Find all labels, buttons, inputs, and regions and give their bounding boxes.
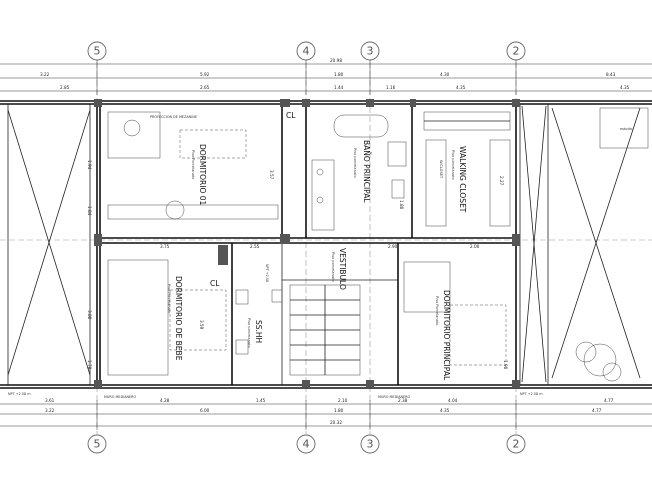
grid-label-bottom-5: 5 [94,438,101,451]
label-cl-1: CL [286,111,296,120]
vdim-misc-5: 1.90 [503,360,508,370]
grid-axes [0,62,652,434]
room-sshh-sub: Piso porcelanato [247,318,251,348]
muro-labels: MURO MEDIANERO MURO MEDIANERO estudio [104,127,633,399]
columns [94,99,520,388]
room-vestibulo-sub: Piso porcelanato [331,252,335,282]
room-labels: DORMITORIO 01 Piso Porcelanato BAÑO PRIN… [167,111,467,381]
dim-bot-3: 1.45 [256,398,266,403]
dim-overall-bottom: 20.32 [330,420,342,425]
grid-label-bottom-4: 4 [303,438,310,451]
left-void [7,104,91,385]
dim-top2-2: 1.44 [334,85,344,90]
dim-bot2-2: 6.00 [200,408,210,413]
dim-bot-7: 4.77 [604,398,614,403]
grid-label-bottom-2: 2 [513,438,520,451]
dim-bot-1: 3.61 [45,398,55,403]
vdim-2: 1.84 [87,206,92,216]
room-dormitorio-01: DORMITORIO 01 [198,144,207,206]
dim-top2-1: 2.65 [200,85,210,90]
grid-label-top-3: 3 [367,45,374,58]
dim-bot-6: 4.04 [448,398,458,403]
room-bano-principal-sub: Piso porcelanato [353,148,357,178]
mid-dims: 3.75 2.55 2.00 2.90 [160,244,480,249]
bottom-dimensions: 3.61 4.28 1.45 2.10 2.38 4.04 4.77 3.22 … [0,398,652,430]
mid-dim-1: 3.75 [160,244,170,249]
label-proyeccion: PROYECCION DE MEZANINE [150,115,197,119]
label-estudio: estudio [620,127,633,131]
dim-bot-2: 4.28 [160,398,170,403]
exterior-walls [0,100,652,389]
label-cl-2: CL [210,279,220,288]
dim-top-3: 5.92 [200,72,210,77]
dim-bot2-4: 4.35 [440,408,450,413]
mid-dim-3: 2.00 [470,244,480,249]
level-marks: NPT +2.58 m NPT +2.58 m NPT +2.58 [8,264,543,396]
npt-right: NPT +2.58 m [520,392,543,396]
mid-dim-4: 2.90 [388,244,398,249]
vdim-3: 3.80 [87,310,92,320]
right-void [519,104,649,385]
dim-overall-top: 20.98 [330,58,342,63]
mid-dim-2: 2.55 [250,244,260,249]
dim-top-1: 3.22 [40,72,50,77]
dim-top-6: 8.43 [606,72,616,77]
vdim-misc-4: 3.59 [199,320,204,330]
vdim-4: 1.78 [87,360,92,370]
vdim-misc-3: 2.27 [499,176,504,186]
dim-top2-3: 1.16 [386,85,396,90]
dim-bot-5: 2.38 [398,398,408,403]
bano-furniture [311,114,407,231]
muro-left: MURO MEDIANERO [104,395,137,399]
grid-bubbles-bottom: 5 4 3 2 [87,434,526,454]
label-w-closet: W.CLOSET [439,160,443,179]
dim-top2-5: 4.35 [620,85,630,90]
grid-bubbles-top: 5 4 3 2 [87,41,526,61]
principal-furniture [403,261,507,366]
dim-top-2: 2.85 [60,85,70,90]
grid-label-top-2: 2 [513,45,520,58]
dim-top-5: 4.30 [440,72,450,77]
grid-label-bottom-3: 3 [367,438,374,451]
vdim-misc-2: 1.80 [399,200,404,210]
room-bano-principal: BAÑO PRINCIPAL [362,140,371,203]
room-dormitorio-principal-sub: Piso Porcelanato [435,296,439,325]
left-vertical-dims: 1.94 1.84 3.80 1.78 3.57 1.80 2.27 3.59 … [87,160,508,370]
npt-left: NPT +2.58 m [8,392,31,396]
dim-top-4: 1.80 [334,72,344,77]
room-walking-closet-sub: Piso porcelanato [451,150,455,180]
landscape [575,341,622,382]
room-dormitorio-principal: DORMITORIO PRINCIPAL [442,290,451,381]
grid-label-top-5: 5 [94,45,101,58]
dim-bot2-3: 1.80 [334,408,344,413]
dim-bot2-5: 4.77 [592,408,602,413]
closet-furniture [423,111,511,227]
dormitorio-01-furniture: PROYECCION DE MEZANINE [107,111,279,220]
room-dormitorio-bebe-sub: Piso Porcelanato [167,284,171,313]
room-dormitorio-bebe: DORMITORIO DE BEBE [174,276,183,361]
vdim-misc-1: 3.57 [269,170,274,180]
bebe-furniture [107,259,227,376]
room-vestibulo: VESTIBULO [338,248,347,290]
sshh-stair [235,284,361,376]
dim-bot-4: 2.10 [338,398,348,403]
room-walking-closet: WALKING CLOSET [458,146,467,213]
grid-label-top-4: 4 [303,45,310,58]
vdim-1: 1.94 [87,160,92,170]
dim-bot2-1: 3.22 [45,408,55,413]
muro-right: MURO MEDIANERO [378,395,411,399]
top-dimensions: 20.98 3.22 2.85 5.92 1.80 4.30 8.43 2.65… [0,58,652,95]
room-dormitorio-01-sub: Piso Porcelanato [191,150,195,179]
room-sshh: SS.HH [254,320,263,343]
dim-top2-4: 4.35 [456,85,466,90]
npt-stair: NPT +2.58 [265,264,269,282]
